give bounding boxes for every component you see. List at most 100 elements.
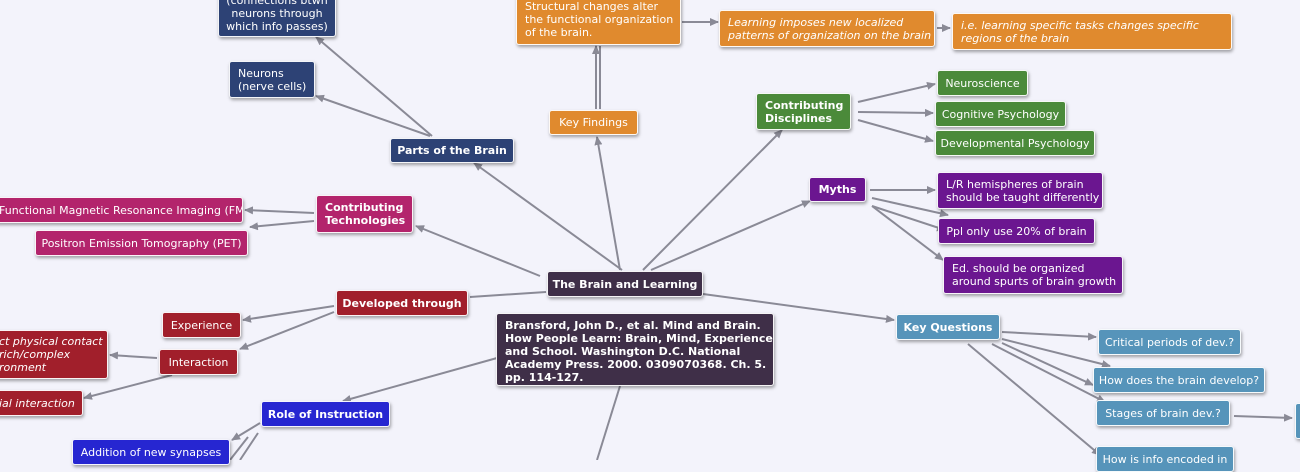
neuroscience-label: Neuroscience [945,76,1020,90]
connector-line [1001,338,1111,368]
connector-line [1233,413,1293,422]
fmri-label: Functional Magnetic Resonance Imaging (F… [0,203,243,217]
question-info-encoded-node[interactable]: How is info encoded in [1096,446,1234,472]
connector-lines [83,18,1293,460]
parts-of-brain-label: Parts of the Brain [397,144,507,157]
connector-line [415,225,541,277]
connector-line [473,162,623,271]
question-critical-periods-label: Critical periods of dev.? [1104,335,1235,349]
new-synapses-label: Addition of new synapses [80,445,222,459]
key-findings-label: Key Findings [559,116,628,129]
learning-imposes-node[interactable]: Learning imposes new localized patterns … [719,10,935,47]
social-interaction-node[interactable]: ial interaction [0,390,83,416]
connector-line [1001,331,1097,341]
connector-line [650,200,811,271]
interaction-label: Interaction [168,355,229,369]
connector-line [342,357,498,403]
neurons-label: Neurons (nerve cells) [238,66,307,93]
connector-line [109,351,158,360]
myth-lr-label: L/R hemispheres of brain should be taugh… [946,177,1100,204]
ie-learning-label: i.e. learning specific tasks changes spe… [961,18,1199,45]
ie-learning-node[interactable]: i.e. learning specific tasks changes spe… [952,13,1232,50]
myth-20-percent-label: Ppl only use 20% of brain [946,224,1087,238]
developmental-psychology-node[interactable]: Developmental Psychology [935,130,1095,156]
myths-node[interactable]: Myths [809,177,866,202]
myth-growth-spurts-node[interactable]: Ed. should be organized around spurts of… [943,256,1123,294]
question-brain-develop-label: How does the brain develop? [1098,373,1260,387]
question-critical-periods-node[interactable]: Critical periods of dev.? [1098,329,1241,355]
question-stages-label: Stages of brain dev.? [1105,406,1221,420]
experience-node[interactable]: Experience [162,312,241,338]
connector-line [967,343,1101,456]
connector-line [871,197,949,218]
contributing-disciplines-node[interactable]: Contributing Disciplines [756,93,851,130]
connector-line [594,136,621,271]
structural-changes-label: Structural changes alter the functional … [525,0,674,39]
connector-line [469,291,547,298]
question-brain-develop-node[interactable]: How does the brain develop? [1093,367,1265,393]
connector-line [229,436,249,460]
contributing-disciplines-label: Contributing Disciplines [765,98,844,125]
role-of-instruction-node[interactable]: Role of Instruction [261,401,390,427]
connector-line [239,311,335,350]
connector-line [1001,342,1094,386]
neurons-node[interactable]: Neurons (nerve cells) [229,61,315,98]
myth-20-percent-node[interactable]: Ppl only use 20% of brain [938,218,1095,244]
offscreen-teal-node[interactable] [1295,403,1300,439]
connector-line [871,205,944,261]
connector-line [991,343,1106,403]
developed-through-node[interactable]: Developed through [336,290,468,316]
pet-node[interactable]: Positron Emission Tomography (PET) [35,230,248,256]
connector-line [239,432,259,460]
central-topic-label: The Brain and Learning [552,277,698,291]
key-questions-node[interactable]: Key Questions [896,314,1000,340]
social-interaction-label: ial interaction [0,396,75,410]
cognitive-psychology-node[interactable]: Cognitive Psychology [935,101,1066,127]
developed-through-label: Developed through [342,296,462,310]
connector-line [83,374,173,400]
citation-node[interactable]: Bransford, John D., et al. Mind and Brai… [496,313,774,386]
contributing-technologies-node[interactable]: Contributing Technologies [316,195,413,233]
connector-line [242,305,335,323]
key-findings-node[interactable]: Key Findings [549,110,638,135]
connector-line [231,422,261,441]
developmental-psychology-label: Developmental Psychology [940,136,1090,150]
synapses-node[interactable]: (connections btwn neurons through which … [218,0,336,37]
myth-growth-spurts-label: Ed. should be organized around spurts of… [952,262,1117,288]
fmri-node[interactable]: Functional Magnetic Resonance Imaging (F… [0,197,243,223]
new-synapses-node[interactable]: Addition of new synapses [72,439,230,465]
myth-lr-node[interactable]: L/R hemispheres of brain should be taugh… [937,172,1103,209]
key-questions-label: Key Questions [903,320,993,334]
connector-line [857,81,936,103]
interaction-node[interactable]: Interaction [159,349,238,375]
parts-of-brain-node[interactable]: Parts of the Brain [390,138,514,163]
neuroscience-node[interactable]: Neuroscience [937,70,1028,96]
structural-changes-node[interactable]: Structural changes alter the functional … [516,0,681,45]
citation-label: Bransford, John D., et al. Mind and Brai… [505,319,774,384]
question-stages-node[interactable]: Stages of brain dev.? [1096,400,1230,426]
connector-line [596,385,621,460]
question-info-encoded-label: How is info encoded in [1102,452,1228,466]
physical-contact-node[interactable]: ct physical contact rich/complex ronment [0,330,108,379]
connector-line [857,108,934,117]
connector-line [315,36,433,137]
connector-line [871,205,946,232]
myths-label: Myths [818,183,857,196]
experience-label: Experience [170,318,233,332]
connector-line [315,94,431,137]
synapses-label: (connections btwn neurons through which … [226,0,328,33]
cognitive-psychology-label: Cognitive Psychology [941,107,1060,121]
central-topic-node[interactable]: The Brain and Learning [547,271,703,297]
role-of-instruction-label: Role of Instruction [267,407,384,421]
contributing-technologies-label: Contributing Technologies [325,201,406,227]
pet-label: Positron Emission Tomography (PET) [41,236,242,250]
connector-line [244,206,315,215]
connector-line [249,220,315,231]
learning-imposes-label: Learning imposes new localized patterns … [728,15,932,42]
connector-layer [83,18,1293,460]
physical-contact-label: ct physical contact rich/complex ronment [0,335,103,374]
connector-line [642,129,783,271]
connector-line [702,293,895,323]
connector-line [857,119,934,143]
